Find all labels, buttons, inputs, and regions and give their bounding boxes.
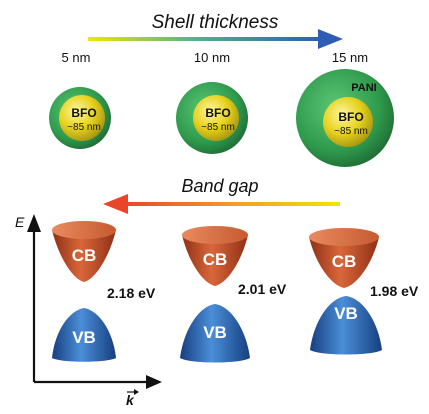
conduction-band-2: CB (182, 226, 248, 286)
thickness-label-3: 15 nm (332, 50, 368, 65)
band-gap-arrow (103, 194, 340, 214)
valence-band-1: VB (52, 308, 116, 362)
core-shell-particle-2: BFO ~85 nm (176, 82, 248, 154)
thickness-label-2: 10 nm (194, 50, 230, 65)
conduction-band-3: CB (309, 228, 379, 288)
band-gap-label: Band gap (181, 176, 258, 196)
vb-label-1: VB (72, 328, 96, 347)
core-size-2: ~85 nm (201, 122, 235, 133)
conduction-band-1: CB (52, 221, 116, 282)
core-label-2: BFO (205, 106, 230, 120)
core-size-3: ~85 nm (334, 126, 368, 137)
x-axis-arrowhead (146, 375, 162, 389)
vb-label-3: VB (334, 304, 358, 323)
vb-label-2: VB (203, 323, 227, 342)
x-axis-label: k (126, 392, 135, 408)
bfo-core-3 (323, 97, 373, 147)
cb-label-1: CB (72, 246, 97, 265)
core-size-1: ~85 nm (67, 122, 101, 133)
shell-label: PANI (351, 82, 376, 94)
valence-band-3: VB (310, 296, 382, 355)
y-axis-label: E (15, 214, 25, 230)
y-axis-arrowhead (27, 214, 41, 232)
band-gap-value-3: 1.98 eV (370, 283, 419, 299)
bfo-core-1 (59, 95, 105, 141)
valence-band-2: VB (180, 304, 250, 363)
core-shell-particle-1: BFO ~85 nm (49, 87, 111, 149)
cb-label-3: CB (332, 252, 357, 271)
shell-thickness-label: Shell thickness (152, 12, 279, 33)
core-shell-particle-3: BFO ~85 nm PANI (296, 69, 394, 167)
bfo-core-2 (193, 95, 239, 141)
core-label-3: BFO (338, 110, 363, 124)
cb-label-2: CB (203, 250, 228, 269)
shell-thickness-arrow (88, 29, 343, 49)
band-gap-value-2: 2.01 eV (238, 281, 287, 297)
band-gap-value-1: 2.18 eV (107, 285, 156, 301)
core-label-1: BFO (71, 106, 96, 120)
thickness-label-1: 5 nm (62, 50, 91, 65)
energy-axes (27, 214, 162, 389)
k-vector-arrow-icon (127, 389, 139, 395)
